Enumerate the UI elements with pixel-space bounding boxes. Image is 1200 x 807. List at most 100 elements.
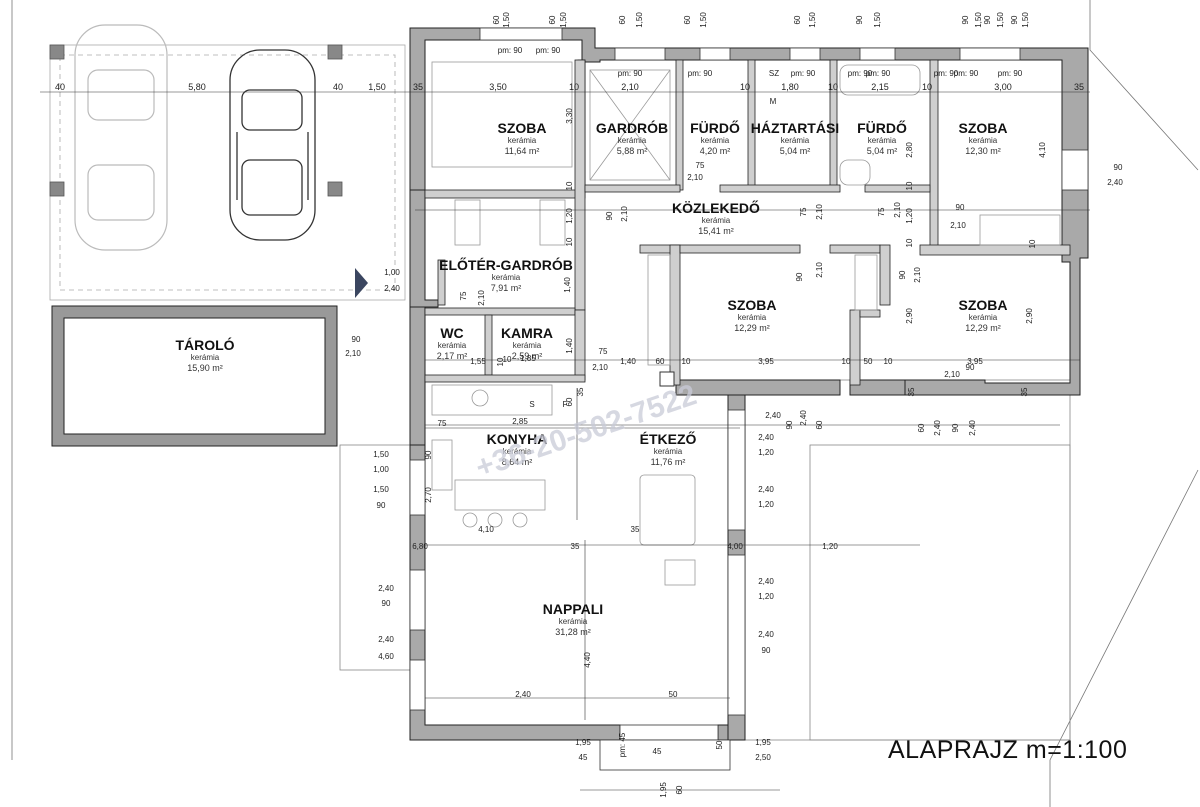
dimension-label: 60 bbox=[492, 15, 501, 24]
dimension-label: pm: 90 bbox=[954, 69, 979, 78]
dimension-label: 1,85 bbox=[520, 354, 536, 363]
dimension-label: 90 bbox=[424, 450, 433, 459]
car-icon bbox=[229, 49, 316, 241]
dimension-label: 90 bbox=[762, 646, 771, 655]
dimension-label: 1,50 bbox=[368, 82, 386, 92]
dimension-label: 75 bbox=[459, 291, 468, 300]
dimension-label: 90 bbox=[951, 423, 960, 432]
dimension-label: M bbox=[770, 97, 777, 106]
room-name: KAMRA bbox=[501, 325, 553, 341]
dimension-label: pm: 90 bbox=[848, 69, 873, 78]
dimension-label: 1,50 bbox=[1021, 12, 1030, 28]
dimension-label: 60 bbox=[565, 397, 574, 406]
dimension-label: 2,40 bbox=[799, 410, 808, 426]
dimension-label: 10 bbox=[884, 357, 893, 366]
room-area: 4,20 m² bbox=[700, 146, 731, 156]
dimension-label: 90 bbox=[855, 15, 864, 24]
furniture bbox=[431, 61, 1061, 586]
dimension-label: 40 bbox=[333, 82, 343, 92]
dimension-label: pm: 90 bbox=[618, 69, 643, 78]
room-material: kerámia bbox=[438, 341, 467, 350]
room-area: 12,30 m² bbox=[965, 146, 1001, 156]
dimension-label: 2,40 bbox=[765, 411, 781, 420]
dimension-label: 90 bbox=[983, 15, 992, 24]
room-name: SZOBA bbox=[959, 120, 1008, 136]
dimension-label: 90 bbox=[605, 211, 614, 220]
dimension-label: 2,10 bbox=[477, 290, 486, 306]
room-material: kerámia bbox=[702, 216, 731, 225]
windows bbox=[409, 27, 1089, 771]
dimension-label: 35 bbox=[571, 542, 580, 551]
dimension-label: 1,50 bbox=[635, 12, 644, 28]
dimension-label: 75 bbox=[599, 347, 608, 356]
dimension-label: 2,10 bbox=[815, 204, 824, 220]
dimension-label: 10 bbox=[569, 82, 579, 92]
dimension-label: 2,10 bbox=[620, 206, 629, 222]
site-line bbox=[1049, 469, 1199, 807]
room-material: kerámia bbox=[618, 136, 647, 145]
dimension-label: pm: 90 bbox=[934, 69, 959, 78]
room-name: WC bbox=[440, 325, 463, 341]
dimension-label: 1,50 bbox=[373, 485, 389, 494]
dimension-label: 1,95 bbox=[659, 782, 668, 798]
room-name: SZOBA bbox=[728, 297, 777, 313]
dimension-label: pm: 90 bbox=[998, 69, 1023, 78]
room-area: 2,59 m² bbox=[512, 351, 543, 361]
room-material: kerámia bbox=[654, 447, 683, 456]
dimension-label: 3,95 bbox=[758, 357, 774, 366]
room-material: kerámia bbox=[969, 136, 998, 145]
dimension-label: 60 bbox=[656, 357, 665, 366]
room-area: 5,88 m² bbox=[617, 146, 648, 156]
dimension-label: 1,50 bbox=[699, 12, 708, 28]
dimension-label: 1,20 bbox=[822, 542, 838, 551]
dimension-label: 60 bbox=[793, 15, 802, 24]
dimension-label: 90 bbox=[377, 501, 386, 510]
room-name: KONYHA bbox=[487, 431, 548, 447]
room-area: 8,64 m² bbox=[502, 457, 533, 467]
terrace-outline bbox=[739, 379, 1071, 741]
dimension-label: pm: 90 bbox=[498, 46, 523, 55]
room-material: kerámia bbox=[781, 136, 810, 145]
dimension-label: 2,40 bbox=[758, 433, 774, 442]
room-area: 15,41 m² bbox=[698, 226, 734, 236]
dimension-label: 50 bbox=[715, 740, 724, 749]
room-name: GARDRÓB bbox=[596, 119, 668, 136]
dimension-label: 2,90 bbox=[905, 308, 914, 324]
dimension-label: 75 bbox=[438, 419, 447, 428]
dimension-label: 1,55 bbox=[470, 357, 486, 366]
dimension-label: 2,40 bbox=[933, 420, 942, 436]
room-material: kerámia bbox=[492, 273, 521, 282]
entrance-arrow-icon bbox=[355, 268, 368, 298]
dimension-label: 2,40 bbox=[758, 577, 774, 586]
dimension-label: 3,50 bbox=[489, 82, 507, 92]
room-name: TÁROLÓ bbox=[175, 336, 234, 353]
room-material: kerámia bbox=[701, 136, 730, 145]
scale-label: ALAPRAJZ m=1:100 bbox=[888, 736, 1128, 764]
dimension-label: 3,30 bbox=[565, 108, 574, 124]
dimension-label: 1,50 bbox=[808, 12, 817, 28]
site-line bbox=[1089, 0, 1199, 171]
room-name: SZOBA bbox=[959, 297, 1008, 313]
room-name: FÜRDŐ bbox=[690, 119, 740, 136]
dimension-label: 75 bbox=[696, 161, 705, 170]
room-area: 7,91 m² bbox=[491, 283, 522, 293]
carport bbox=[49, 44, 406, 301]
dimension-label: 40 bbox=[55, 82, 65, 92]
dimension-label: 90 bbox=[352, 335, 361, 344]
dimension-label: 90 bbox=[785, 420, 794, 429]
dimension-label: 35 bbox=[1074, 82, 1084, 92]
room-material: kerámia bbox=[559, 617, 588, 626]
room-material: kerámia bbox=[513, 341, 542, 350]
dimension-label: 1,50 bbox=[559, 12, 568, 28]
dimension-label: 1,20 bbox=[758, 448, 774, 457]
dimension-label: 2,70 bbox=[424, 487, 433, 503]
dimension-label: 2,85 bbox=[512, 417, 528, 426]
dimension-label: 35 bbox=[907, 387, 916, 396]
dimension-label: 60 bbox=[815, 420, 824, 429]
dimension-label: 1,50 bbox=[502, 12, 511, 28]
dimension-label: 1,20 bbox=[758, 592, 774, 601]
dimension-label: pm: 90 bbox=[866, 69, 891, 78]
dimension-label: 90 bbox=[898, 270, 907, 279]
dimension-label: 2,10 bbox=[687, 173, 703, 182]
room-material: kerámia bbox=[969, 313, 998, 322]
